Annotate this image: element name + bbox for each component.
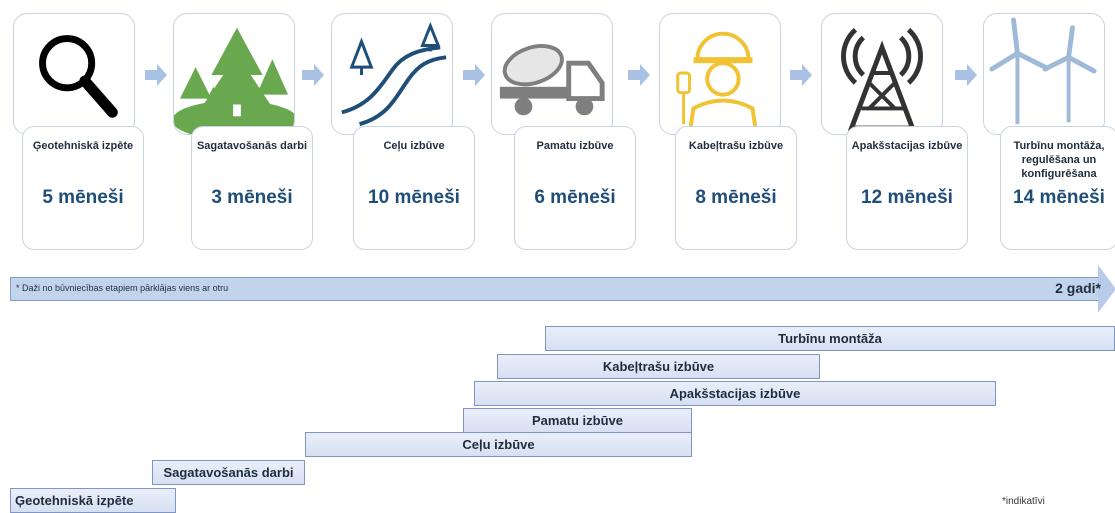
stage-title: Kabeļtrašu izbūve — [688, 140, 784, 152]
stage-title: Apakšstacijas izbūve — [851, 140, 963, 152]
stage-card-roads: Ceļu izbūve 10 mēneši — [353, 126, 475, 250]
stage-5-icon-box — [659, 13, 781, 135]
stage-2-icon-box — [173, 13, 295, 135]
step-arrow-icon — [463, 64, 485, 86]
timeline-arrow — [10, 277, 1100, 301]
step-arrow-icon — [955, 64, 977, 86]
timeline-note: * Daži no būvniecības etapiem pārklājas … — [16, 283, 229, 293]
stage-card-geotechnical: Ģeotehniskā izpēte 5 mēneši — [22, 126, 144, 250]
concrete-mixer-icon — [499, 44, 605, 116]
timeline-total: 2 gadi* — [1055, 280, 1101, 296]
gantt-bar-substation: Apakšstacijas izbūve — [474, 381, 996, 406]
stage-title: Ģeotehniskā izpēte — [32, 140, 134, 152]
timeline-arrow-head — [1098, 265, 1115, 313]
stage-card-cables: Kabeļtrašu izbūve 8 mēneši — [675, 126, 797, 250]
stage-card-preparation: Sagatavošanās darbi 3 mēneši — [191, 126, 313, 250]
stage-duration: 5 mēneši — [42, 187, 124, 208]
stage-title: Turbīnu montāža, regulēšana un konfigurē… — [1013, 140, 1105, 180]
stage-title: Pamatu izbūve — [536, 140, 614, 152]
gantt-bar-roads: Ceļu izbūve — [305, 432, 692, 457]
stage-card-substation: Apakšstacijas izbūve 12 mēneši — [846, 126, 968, 250]
stage-duration: 3 mēneši — [211, 187, 293, 208]
stage-duration: 8 mēneši — [695, 187, 777, 208]
stage-duration: 14 mēneši — [1013, 187, 1105, 208]
stage-duration: 10 mēneši — [368, 187, 460, 208]
step-arrow-icon — [302, 64, 324, 86]
wind-turbines-icon — [989, 17, 1097, 125]
stage-6-icon-box — [821, 13, 943, 135]
magnifier-icon — [39, 35, 118, 118]
road-icon — [341, 21, 447, 127]
stage-4-icon-box — [491, 13, 613, 135]
stage-title: Ceļu izbūve — [383, 140, 445, 152]
gantt-bar-turbines: Turbīnu montāža — [545, 326, 1115, 351]
gantt-bar-preparation: Sagatavošanās darbi — [152, 460, 305, 485]
step-arrow-icon — [628, 64, 650, 86]
stage-duration: 12 mēneši — [861, 187, 953, 208]
stage-3-icon-box — [331, 13, 453, 135]
stage-card-foundations: Pamatu izbūve 6 mēneši — [514, 126, 636, 250]
stage-7-icon-box — [983, 13, 1105, 135]
stage-duration: 6 mēneši — [534, 187, 616, 208]
gantt-bar-geotechnical: Ģeotehniskā izpēte — [10, 488, 176, 513]
stage-card-turbines: Turbīnu montāža, regulēšana un konfigurē… — [1000, 126, 1115, 250]
step-arrow-icon — [790, 64, 812, 86]
stage-1-icon-box — [13, 13, 135, 135]
gantt-bar-foundations: Pamatu izbūve — [463, 408, 692, 433]
worker-icon — [676, 31, 759, 134]
stage-title: Sagatavošanās darbi — [196, 140, 308, 152]
trees-icon — [174, 27, 294, 134]
gantt-bar-cables: Kabeļtrašu izbūve — [497, 354, 820, 379]
step-arrow-icon — [145, 64, 167, 86]
transmission-tower-icon — [841, 27, 923, 131]
indicative-footnote: *indikatīvi — [1002, 496, 1045, 507]
